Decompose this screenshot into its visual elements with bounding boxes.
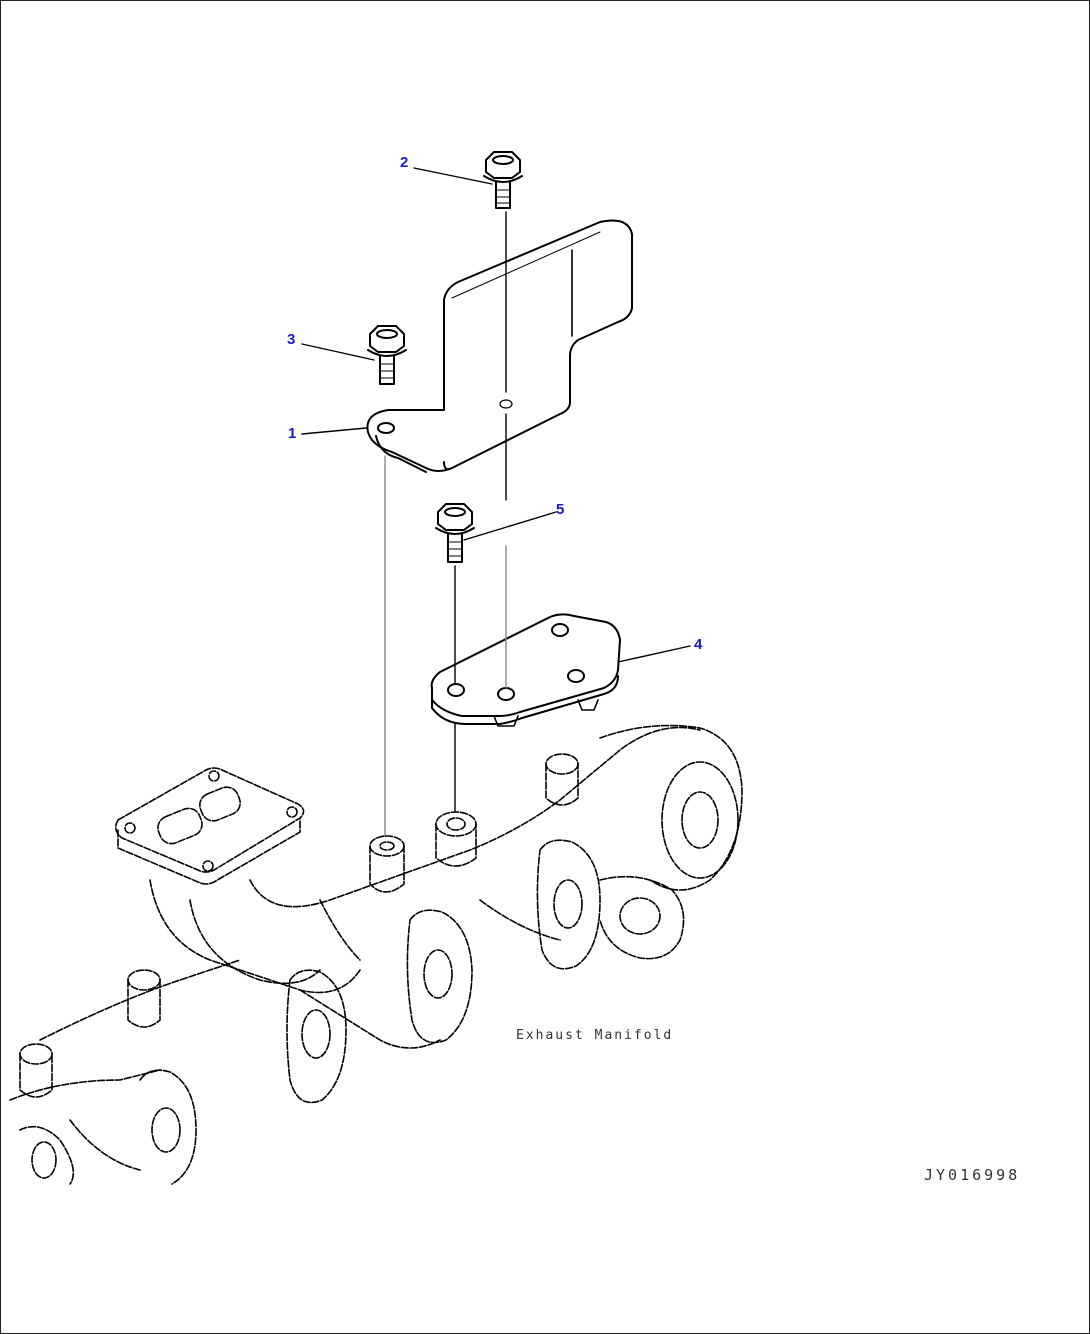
bolt-3-icon [367,325,407,385]
heat-shield-bracket-1 [366,219,633,473]
callout-2: 2 [400,154,409,171]
exhaust-manifold-caption: Exhaust Manifold [516,1028,674,1043]
leader-lines [301,167,691,663]
callout-5: 5 [556,501,565,518]
bolt-2-icon [483,151,523,209]
exhaust-manifold [9,724,743,1185]
bolt-5-icon [435,503,475,563]
mounting-plate-4 [430,613,621,727]
figure-id: JY016998 [924,1166,1021,1184]
callout-3: 3 [287,331,296,348]
callout-1: 1 [288,425,297,442]
assembly-lines [384,211,507,837]
callout-4: 4 [694,636,703,653]
